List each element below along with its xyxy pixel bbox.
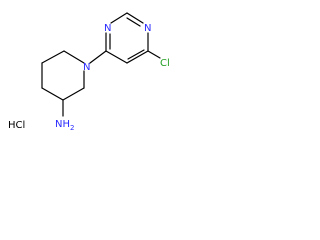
bond-n-pyrimidine bbox=[89, 50, 107, 64]
amine-label: NH2 bbox=[55, 119, 74, 132]
bond-c5-c4 bbox=[105, 50, 128, 64]
bond-c6-c5-double bbox=[127, 49, 145, 60]
piperidine-ring bbox=[41, 50, 85, 101]
pyrimidine-n1-label: N bbox=[144, 23, 151, 34]
piperidine-n-label: N bbox=[83, 62, 90, 73]
bond-c4-c5 bbox=[41, 87, 64, 101]
bond-c6-c5 bbox=[126, 50, 149, 64]
bond-n3-c2 bbox=[110, 12, 128, 24]
pyrimidine-n3-label: N bbox=[104, 23, 111, 34]
bond-c2-c3 bbox=[41, 50, 65, 64]
chlorine-label: Cl bbox=[160, 58, 170, 69]
structure-canvas: N N N Cl NH2 HCl bbox=[0, 0, 186, 157]
bond-c6-cl bbox=[147, 50, 161, 59]
bond-n-c2 bbox=[63, 50, 85, 64]
bond-c2-n1-double bbox=[126, 17, 141, 27]
amine-subscript: 2 bbox=[70, 124, 74, 132]
bond-c2-n1 bbox=[126, 12, 144, 24]
molecule-diagram: N N N Cl NH2 HCl bbox=[8, 12, 170, 132]
bond-c5-c6 bbox=[62, 87, 85, 101]
pyrimidine-ring bbox=[105, 12, 149, 64]
amine-nh-text: NH bbox=[55, 119, 70, 130]
salt-label: HCl bbox=[8, 120, 25, 131]
